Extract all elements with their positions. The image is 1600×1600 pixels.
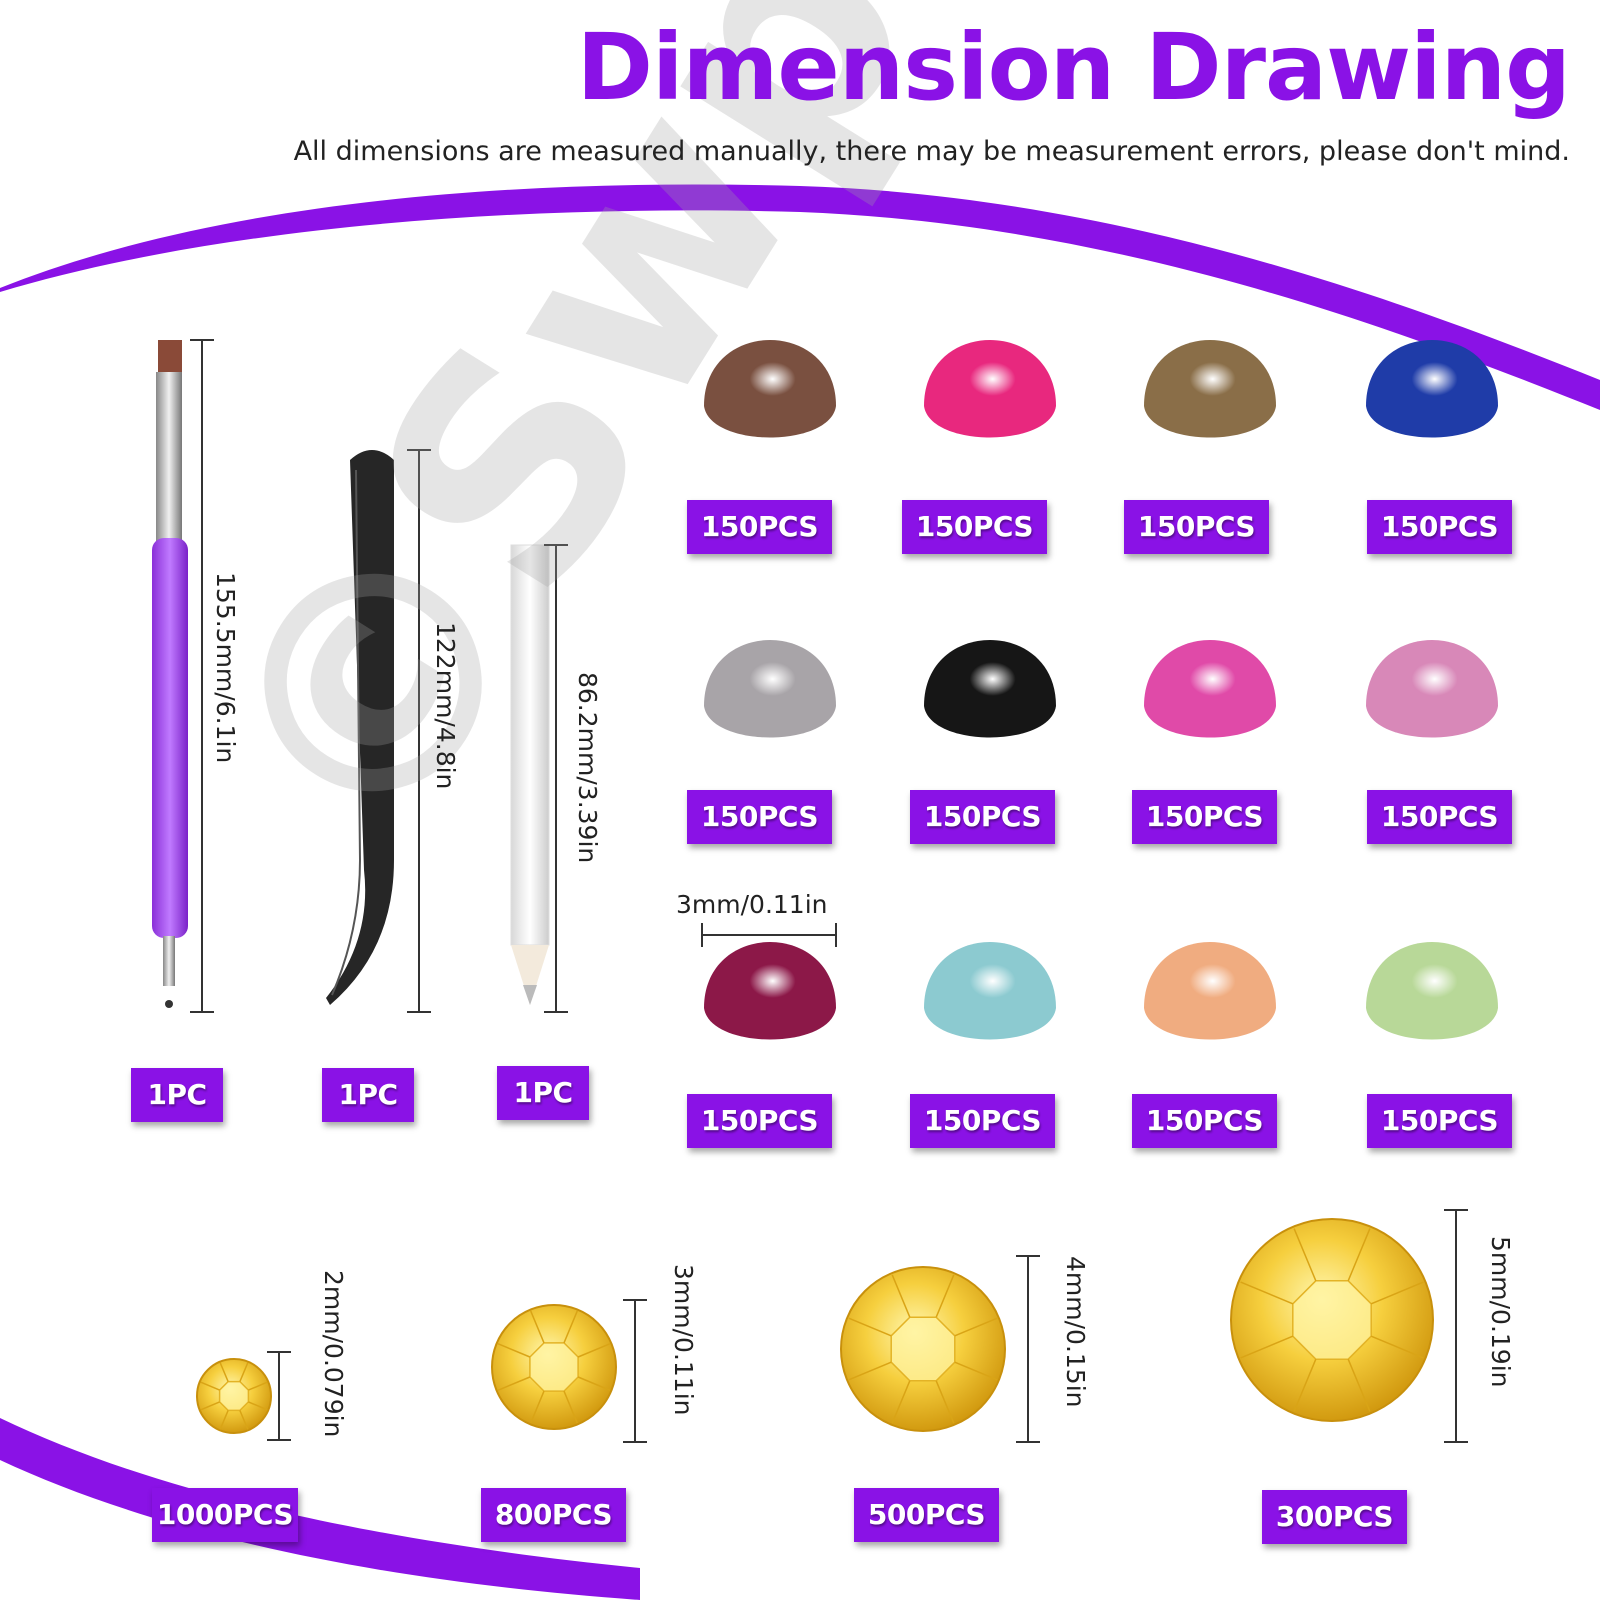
pearl-dome (1144, 942, 1276, 1040)
pearl-dome (1144, 640, 1276, 738)
rhinestone (1230, 1218, 1434, 1422)
wax-pencil (510, 544, 550, 1005)
pearl-dome (704, 340, 836, 438)
page-title: Dimension Drawing (576, 14, 1571, 121)
stone-5mm-dimension-label: 5mm/0.19in (1486, 1236, 1515, 1388)
pearl-dome (924, 640, 1056, 738)
pearl-dome (1144, 340, 1276, 438)
stone-qty-badge: 800PCS (481, 1488, 626, 1542)
pen-qty-badge: 1PC (131, 1068, 223, 1122)
pearl-qty-badge: 150PCS (910, 790, 1055, 844)
page-subtitle: All dimensions are measured manually, th… (293, 136, 1570, 167)
tweezers (326, 450, 394, 1005)
pearl-dome (704, 640, 836, 738)
rhinestone-row (196, 1218, 1434, 1434)
pearl-dome (1366, 942, 1498, 1040)
tweezers-dimension-label: 122mm/4.8in (431, 622, 460, 790)
rhinestone (491, 1304, 617, 1430)
rhinestone (840, 1266, 1006, 1432)
pearl-qty-badge: 150PCS (1124, 500, 1269, 554)
pearl-qty-badge: 150PCS (1367, 500, 1512, 554)
pearl-qty-badge: 150PCS (1132, 790, 1277, 844)
pencil-dimension-label: 86.2mm/3.39in (573, 672, 602, 864)
pearl-size-label: 3mm/0.11in (676, 890, 828, 919)
pearl-qty-badge: 150PCS (687, 790, 832, 844)
rhinestone-dimension-lines (267, 1209, 1468, 1443)
pen-dimension-label: 155.5mm/6.1in (211, 572, 240, 764)
pearl-dimension-line (701, 923, 837, 947)
pearl-qty-badge: 150PCS (687, 500, 832, 554)
stone-qty-badge: 1000PCS (152, 1488, 298, 1542)
pearl-dome (924, 340, 1056, 438)
bottom-swoosh (0, 1418, 640, 1600)
pencil-qty-badge: 1PC (497, 1066, 589, 1120)
pearl-qty-badge: 150PCS (1367, 790, 1512, 844)
pearl-grid (704, 340, 1498, 1040)
stone-qty-badge: 500PCS (854, 1488, 999, 1542)
tweezers-qty-badge: 1PC (322, 1068, 414, 1122)
stone-qty-badge: 300PCS (1262, 1490, 1407, 1544)
stone-2mm-dimension-label: 2mm/0.079in (319, 1270, 348, 1438)
stone-4mm-dimension-label: 4mm/0.15in (1061, 1256, 1090, 1408)
pearl-qty-badge: 150PCS (687, 1094, 832, 1148)
pearl-dome (704, 942, 836, 1040)
pearl-qty-badge: 150PCS (1132, 1094, 1277, 1148)
pearl-dome (924, 942, 1056, 1040)
tool-dimension-lines (190, 339, 568, 1013)
brush-pen (152, 340, 188, 1008)
rhinestone (196, 1358, 272, 1434)
pearl-dome (1366, 640, 1498, 738)
pearl-qty-badge: 150PCS (1367, 1094, 1512, 1148)
stone-3mm-dimension-label: 3mm/0.11in (669, 1264, 698, 1416)
pearl-qty-badge: 150PCS (902, 500, 1047, 554)
pearl-dome (1366, 340, 1498, 438)
pearl-qty-badge: 150PCS (910, 1094, 1055, 1148)
